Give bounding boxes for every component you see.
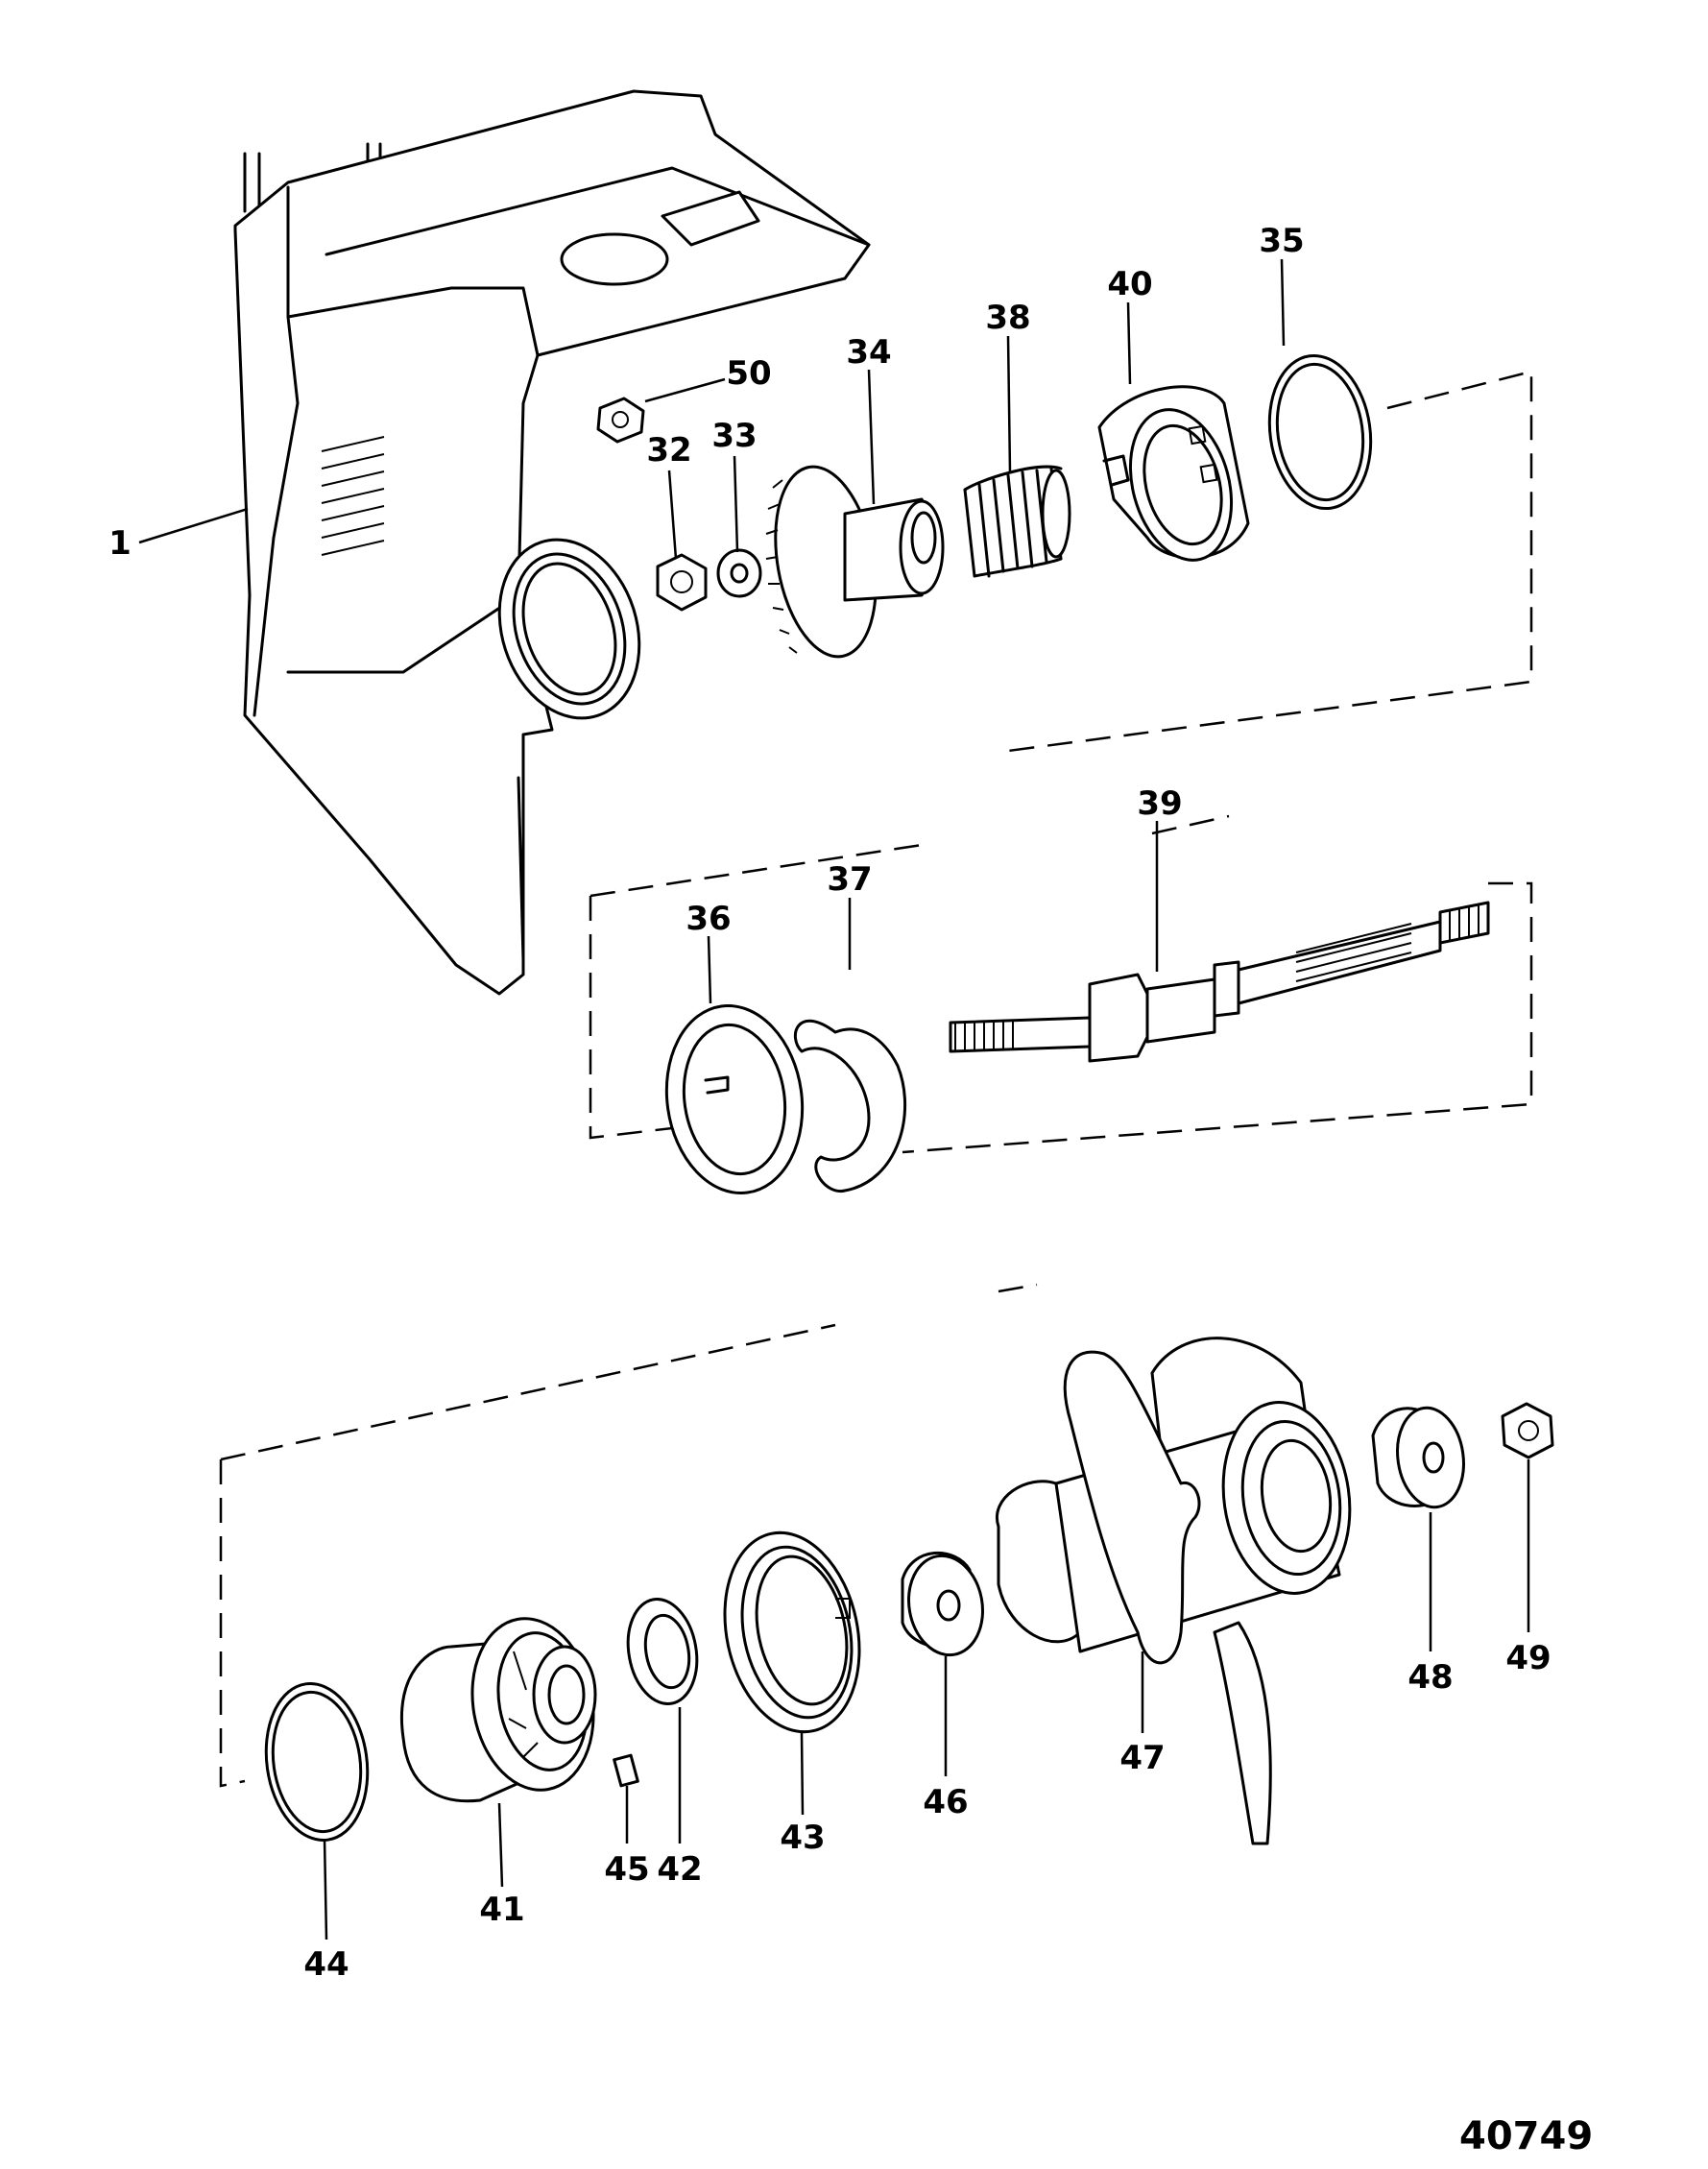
callout-41: 41 [479, 1891, 524, 1929]
callout-46: 46 [923, 1783, 968, 1821]
part-45-pin [613, 1753, 639, 1788]
part-42-spacer [626, 1597, 699, 1706]
callout-48: 48 [1407, 1658, 1453, 1697]
housing-vent-slots [321, 436, 385, 556]
part-40-bearing-carrier [1097, 385, 1250, 562]
callout-34: 34 [846, 333, 891, 372]
part-36-thrust-washer [664, 1003, 805, 1195]
callout-42: 42 [657, 1850, 702, 1889]
callout-33: 33 [711, 417, 757, 455]
part-43-spline-washer [723, 1530, 861, 1734]
part-50-nut [596, 397, 645, 444]
callout-labels: 1 32 33 34 35 36 37 38 39 40 41 42 43 44… [108, 222, 1552, 1984]
part-49-nut [1501, 1402, 1554, 1459]
part-32-nut [656, 553, 708, 612]
callout-1: 1 [108, 524, 132, 563]
part-41-thrust-hub [400, 1617, 597, 1803]
callout-40: 40 [1107, 265, 1152, 303]
part-34-pinion-gear [765, 465, 945, 659]
part-37-retaining-ring [793, 1019, 906, 1193]
part-39-propeller-shaft [949, 901, 1490, 1063]
callout-35: 35 [1259, 222, 1304, 260]
part-33-washer [716, 548, 762, 598]
callout-50: 50 [726, 354, 771, 393]
figure-number: 40749 [1459, 2114, 1593, 2158]
part-35-o-ring [1267, 353, 1373, 511]
callout-37: 37 [827, 860, 872, 899]
part-47-propeller [995, 1337, 1352, 1845]
part-38-spring [963, 465, 1071, 578]
callout-32: 32 [646, 431, 691, 470]
callout-49: 49 [1505, 1639, 1551, 1677]
callout-38: 38 [985, 299, 1030, 337]
leader-lines [138, 258, 1530, 1940]
callout-45: 45 [604, 1850, 649, 1889]
gear-housing [233, 89, 871, 996]
part-46-washer [901, 1551, 984, 1657]
part-44-o-ring [264, 1681, 370, 1843]
callout-36: 36 [686, 900, 731, 938]
callout-39: 39 [1137, 784, 1182, 823]
group-outlines [219, 370, 1533, 1788]
part-48-spacer [1371, 1406, 1465, 1509]
callout-43: 43 [780, 1819, 825, 1857]
callout-44: 44 [303, 1945, 349, 1984]
callout-47: 47 [1119, 1739, 1165, 1777]
